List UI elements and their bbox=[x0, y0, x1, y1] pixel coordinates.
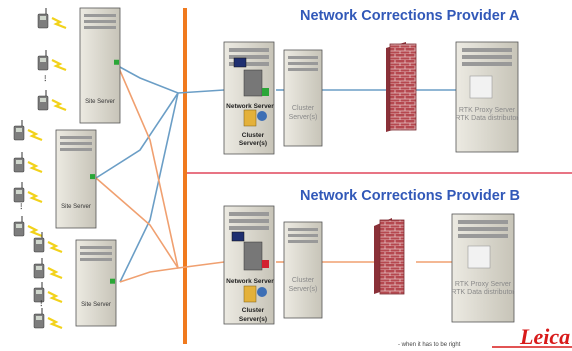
cluster-label-a: Cluster bbox=[242, 132, 265, 139]
wireless-link-icon bbox=[27, 191, 43, 204]
site-server-label: Site Server bbox=[85, 99, 115, 105]
tower-icon bbox=[243, 69, 263, 97]
rtk-proxy-label-a: RTK Proxy Server bbox=[459, 107, 516, 114]
provider-a-relay-server: Cluster Server(s) bbox=[283, 49, 323, 147]
network-server-label-a: Network Server bbox=[226, 103, 274, 110]
gnss-receiver-icon bbox=[37, 50, 49, 71]
site-server: Site Server bbox=[79, 7, 121, 124]
leica-logo: Leica bbox=[519, 324, 570, 349]
wireless-link-icon bbox=[47, 317, 63, 330]
relay-cluster-label-b: Cluster bbox=[292, 277, 315, 284]
storage-icon bbox=[262, 88, 269, 96]
provider-b-title: Network Corrections Provider B bbox=[300, 188, 520, 204]
wireless-link-icon bbox=[51, 59, 67, 72]
network-divider-line bbox=[183, 8, 187, 344]
provider-b-firewall bbox=[374, 218, 405, 295]
monitor-icon bbox=[233, 57, 247, 68]
rtk-proxy-label-b: RTK Proxy Server bbox=[455, 281, 512, 288]
cluster-servers-label-b: Server(s) bbox=[239, 316, 267, 323]
provider-a-rtk-proxy-server: RTK Proxy Server RTK Data distributor bbox=[455, 41, 519, 153]
wireless-link-icon bbox=[51, 17, 67, 30]
wireless-link-icon bbox=[51, 99, 67, 112]
network-server-label-b: Network Server bbox=[226, 278, 274, 285]
gnss-receiver-icon bbox=[33, 282, 45, 303]
site-server: Site Server bbox=[75, 239, 117, 327]
site-server: Site Server bbox=[55, 129, 97, 229]
wireless-link-icon bbox=[47, 267, 63, 280]
relay-servers-label-a: Server(s) bbox=[289, 114, 318, 121]
gnss-receiver-icon bbox=[33, 232, 45, 253]
provider-b-relay-server: Cluster Server(s) bbox=[283, 221, 323, 319]
site-server-label: Site Server bbox=[61, 204, 91, 210]
wireless-link-icon bbox=[27, 129, 43, 142]
gnss-receiver-icon bbox=[33, 258, 45, 279]
rtk-distributor-label-b: RTK Data distributor bbox=[451, 289, 515, 296]
gnss-receiver-icon bbox=[37, 90, 49, 111]
relay-servers-label-b: Server(s) bbox=[289, 286, 318, 293]
more-receivers-ellipsis: ⋮ bbox=[38, 299, 45, 307]
wireless-link-icon bbox=[27, 161, 43, 174]
more-receivers-ellipsis: ⋮ bbox=[42, 74, 49, 82]
reference-stations: Site Server ⋮ Site Server ⋮ Site Server ⋮ bbox=[13, 7, 121, 330]
gnss-receiver-icon bbox=[13, 152, 25, 173]
cluster-label-b: Cluster bbox=[242, 307, 265, 314]
cluster-icon bbox=[243, 109, 257, 127]
gnss-receiver-icon bbox=[37, 8, 49, 29]
provider-a-firewall bbox=[386, 42, 417, 132]
storage-icon bbox=[262, 260, 269, 268]
cluster-servers-label-a: Server(s) bbox=[239, 140, 267, 147]
provider-b-rtk-proxy-server: RTK Proxy Server RTK Data distributor bbox=[451, 213, 515, 323]
wireless-link-icon bbox=[47, 291, 63, 304]
gear-icon bbox=[257, 287, 267, 297]
gnss-receiver-icon bbox=[13, 182, 25, 203]
relay-cluster-label-a: Cluster bbox=[292, 105, 315, 112]
provider-a-title: Network Corrections Provider A bbox=[300, 8, 520, 24]
gnss-receiver-icon bbox=[13, 120, 25, 141]
cluster-icon bbox=[243, 285, 257, 303]
rtk-distributor-label-a: RTK Data distributor bbox=[455, 115, 519, 122]
provider-a-network-server: Network Server Cluster Server(s) bbox=[223, 41, 275, 155]
connections-provider-b bbox=[95, 65, 456, 283]
wireless-link-icon bbox=[27, 225, 43, 238]
more-receivers-ellipsis: ⋮ bbox=[18, 202, 25, 210]
site-server-label: Site Server bbox=[81, 302, 111, 308]
monitor-icon bbox=[231, 231, 245, 242]
gnss-receiver-icon bbox=[13, 216, 25, 237]
wireless-link-icon bbox=[47, 241, 63, 254]
connections-provider-a bbox=[95, 65, 456, 283]
gear-icon bbox=[257, 111, 267, 121]
provider-b-network-server: Network Server Cluster Server(s) bbox=[223, 205, 275, 325]
tower-icon bbox=[243, 241, 263, 271]
gnss-receiver-icon bbox=[33, 308, 45, 329]
tagline: - when it has to be right bbox=[398, 342, 461, 348]
